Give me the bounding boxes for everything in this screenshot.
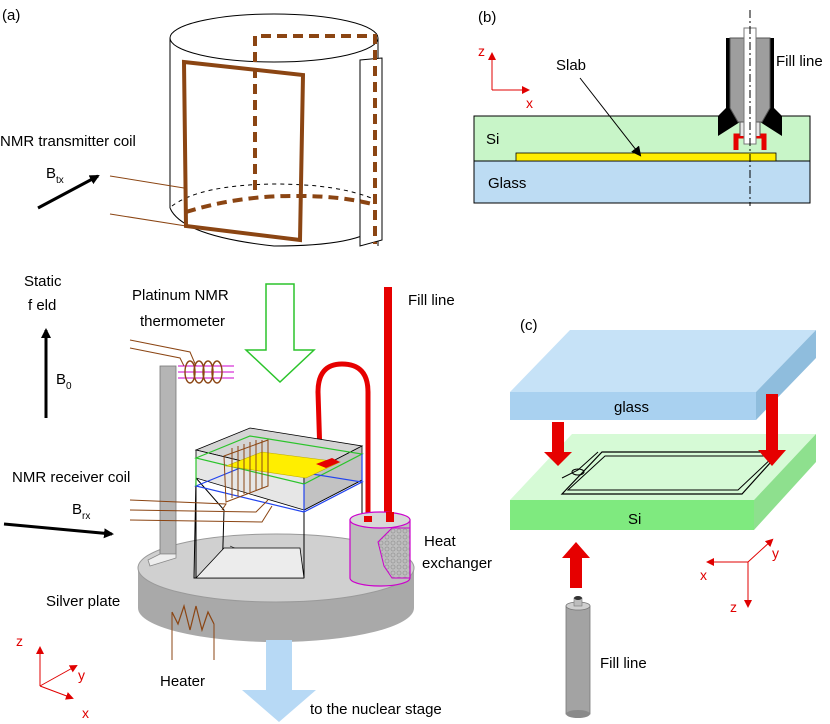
panel-c: (c) glass Si F (510, 317, 816, 718)
axis-c-x: x (700, 567, 707, 583)
b-tx-label: Btx (46, 165, 64, 186)
glass-layer (473, 160, 811, 204)
axis-a-z: z (16, 633, 23, 649)
assembly-arrow-right (758, 394, 786, 466)
slab-cavity (515, 152, 777, 162)
axes-c: x y z (700, 538, 779, 615)
fill-line-b (718, 10, 782, 206)
fill-line-c-label: Fill line (600, 655, 647, 672)
rf-field-arrow (244, 283, 316, 384)
fill-arrow-up (562, 542, 590, 588)
si-label: Si (486, 131, 499, 148)
slab-pointer (579, 77, 642, 157)
thermometer-post (159, 365, 177, 555)
b-rx-arrow (3, 522, 114, 539)
heat-exchanger (349, 511, 411, 587)
nuclear-stage-arrow (242, 640, 316, 722)
heat-exchanger-label-1: Heat (424, 533, 457, 550)
receiver-coil-label: NMR receiver coil (12, 469, 130, 486)
thermometer-label-2: thermometer (140, 313, 225, 330)
axis-b-x: x (526, 95, 533, 111)
axes-a: z y x (16, 633, 89, 721)
static-field-label-1: Static (24, 273, 62, 290)
glass-plate-label: glass (614, 399, 649, 416)
axes-b: z x (478, 43, 533, 111)
axis-c-y: y (772, 545, 779, 561)
axis-c-z: z (730, 599, 737, 615)
static-field-label-2: f eld (28, 297, 56, 314)
thermometer-coil (129, 339, 234, 384)
heater-label: Heater (160, 673, 205, 690)
panel-a: (a) NMR transmitter coil Btx Static f el… (0, 7, 492, 722)
panel-c-tag: (c) (520, 317, 538, 334)
slab-label: Slab (556, 57, 586, 74)
axis-a-x: x (82, 705, 89, 721)
heater-resistor (171, 603, 215, 660)
fill-loop (315, 361, 371, 520)
thermometer-label-1: Platinum NMR (132, 287, 229, 304)
silver-plate-label: Silver plate (46, 593, 120, 610)
fill-line-c (565, 596, 591, 718)
panel-b-tag: (b) (478, 9, 496, 26)
transmitter-coil-label: NMR transmitter coil (0, 133, 136, 150)
receiver-coil-winding (129, 439, 273, 523)
glass-label: Glass (488, 175, 526, 192)
transmitter-coil-former (169, 13, 383, 247)
axis-a-y: y (78, 667, 85, 683)
panel-b: (b) z x Si Glass Slab Fill line (473, 9, 823, 206)
fill-line-label: Fill line (408, 292, 455, 309)
fill-line-tube (384, 287, 392, 521)
transmitter-coil-winding (109, 34, 377, 244)
si-plate-label: Si (628, 511, 641, 528)
b-rx-label: Brx (72, 501, 90, 522)
nuclear-stage-label: to the nuclear stage (310, 701, 442, 718)
panel-a-tag: (a) (2, 7, 20, 24)
assembly-arrow-left (544, 422, 572, 466)
b-tx-arrow (37, 174, 100, 210)
axis-b-z: z (478, 43, 485, 59)
b0-label: B0 (56, 371, 72, 392)
heat-exchanger-label-2: exchanger (422, 555, 492, 572)
sample-cell (194, 427, 364, 513)
fill-line-b-label: Fill line (776, 53, 823, 70)
